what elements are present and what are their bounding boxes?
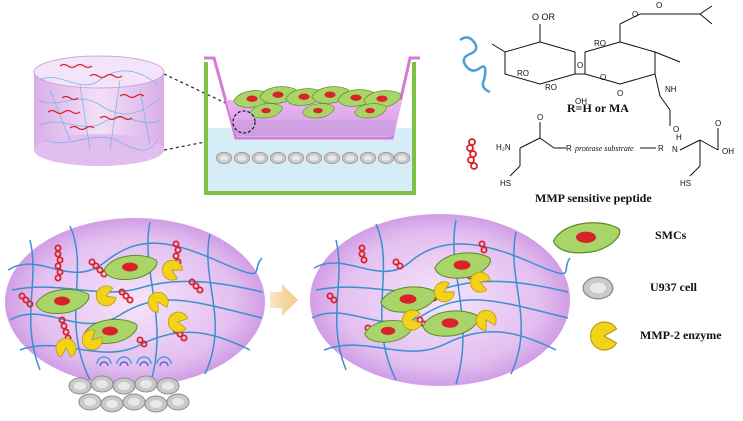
- hydrogel-cylinder: [33, 55, 165, 166]
- secretion-signal-icons: [96, 356, 172, 367]
- atom-o-pep-1: O: [537, 113, 543, 122]
- atom-o-pep-2: O: [715, 119, 721, 128]
- atom-o-1: O: [577, 61, 583, 70]
- atom-ro-3: RO: [545, 83, 557, 92]
- atom-o-keto: O: [656, 1, 662, 10]
- process-arrow: [270, 284, 298, 316]
- protease-substrate-label: protease substrate: [574, 144, 634, 153]
- u937-cells-below: [68, 375, 190, 413]
- atom-r-1: R: [566, 144, 572, 153]
- atom-ro-2: RO: [517, 69, 529, 78]
- transwell-setup: [204, 56, 420, 195]
- atom-h2n: H₂N: [496, 143, 511, 152]
- atom-n-nh: N: [672, 145, 678, 154]
- mmp-peptide-structure: [509, 122, 719, 177]
- atom-r-2: R: [658, 144, 664, 153]
- hydrogel-before-degradation: [5, 218, 265, 413]
- atom-nh: NH: [665, 85, 677, 94]
- seeded-smc-layer: [233, 86, 402, 119]
- r-group-label: R=H or MA: [567, 101, 629, 115]
- u937-cell-icon: [582, 276, 614, 300]
- atom-o-3: O: [617, 89, 623, 98]
- atom-oor: O OR: [532, 12, 556, 22]
- atom-o-2: O: [600, 73, 606, 82]
- hyaluronan-structure: [491, 5, 713, 126]
- hydrogel-after-degradation: [310, 214, 571, 386]
- legend-label-mmp2: MMP-2 enzyme: [640, 328, 722, 342]
- legend-label-smcs: SMCs: [655, 228, 687, 242]
- atom-o-ester: O: [632, 10, 638, 19]
- smc-cell-icon: [552, 222, 621, 254]
- atom-h-nh: H: [676, 133, 682, 142]
- atom-hs-2: HS: [680, 179, 691, 188]
- peptide-icon: [466, 138, 478, 170]
- atom-hs-1: HS: [500, 179, 511, 188]
- atom-oh: OH: [575, 97, 587, 106]
- atom-ro-1: RO: [594, 39, 606, 48]
- atom-o-amide: O: [673, 125, 679, 134]
- mmp2-enzyme-icon: [589, 321, 618, 351]
- peptide-title: MMP sensitive peptide: [535, 191, 652, 205]
- u937-cell-layer: [215, 152, 411, 164]
- polymer-icon: [459, 36, 491, 94]
- atom-oh-pep: OH: [722, 147, 734, 156]
- legend-label-u937: U937 cell: [650, 280, 697, 294]
